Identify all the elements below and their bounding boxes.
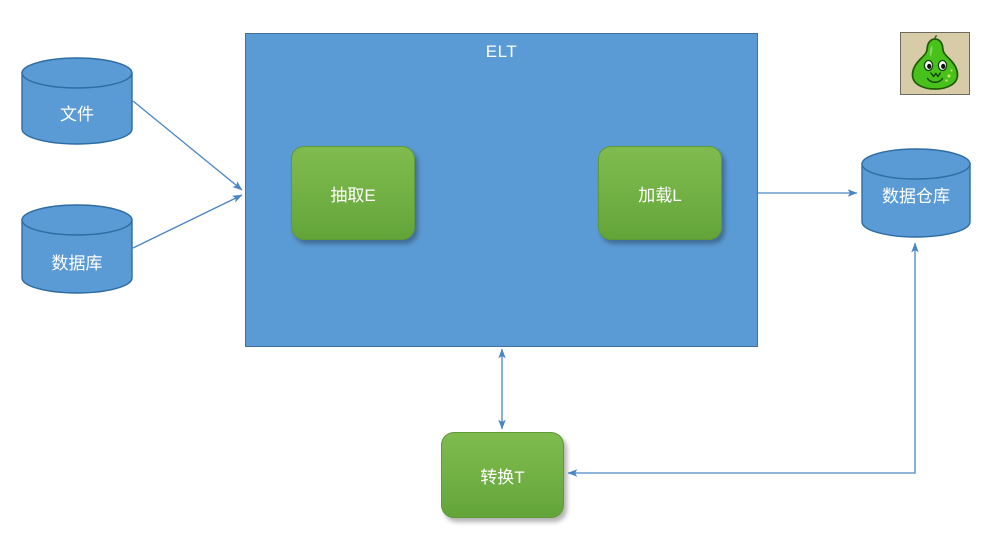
source-file-cylinder[interactable]: 文件 <box>21 57 133 145</box>
process-transform-label: 转换T <box>480 467 525 487</box>
target-warehouse-cylinder[interactable]: 数据仓库 <box>861 148 971 238</box>
cylinder-shape <box>21 57 133 145</box>
connector-file-to-elt <box>132 100 243 191</box>
process-load[interactable]: 加载L <box>598 146 722 240</box>
cylinder-shape <box>861 148 971 238</box>
connector-database-to-elt <box>132 194 243 249</box>
source-database-cylinder[interactable]: 数据库 <box>21 203 133 295</box>
elt-title: ELT <box>485 42 518 61</box>
process-extract[interactable]: 抽取E <box>291 146 415 240</box>
green-pear-mascot-icon <box>900 32 970 95</box>
process-load-label: 加载L <box>638 185 682 205</box>
pear-character-glyph <box>901 33 969 94</box>
process-extract-label: 抽取E <box>330 185 376 205</box>
process-transform[interactable]: 转换T <box>441 432 564 518</box>
cylinder-shape <box>21 204 133 294</box>
